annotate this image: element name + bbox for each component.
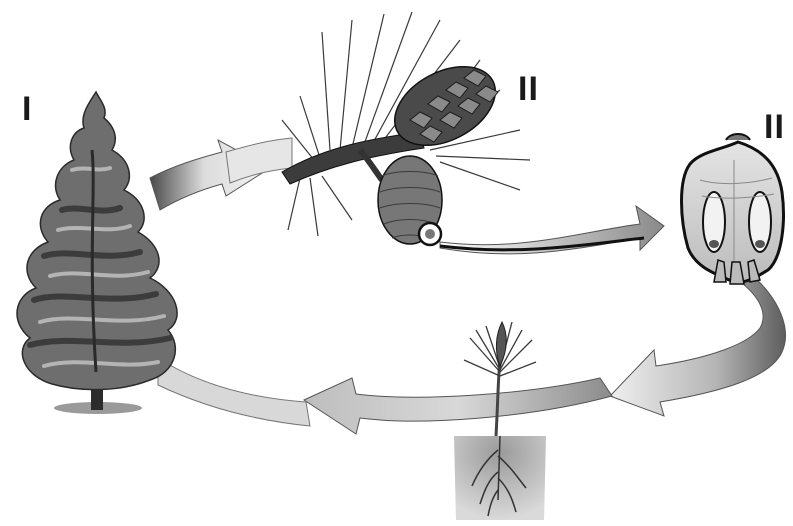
ovule-section-icon	[682, 134, 784, 284]
arrow-band-top	[226, 138, 292, 183]
pine-tree-icon	[17, 92, 177, 414]
stage-label-ii-ovule: II	[764, 110, 785, 144]
stage-label-i: I	[22, 92, 32, 126]
pine-branch-with-cones-icon	[282, 12, 530, 245]
arrow-seedling-to-tree	[304, 378, 612, 434]
arrow-band-bottom	[158, 358, 310, 426]
stage-label-ii-cones: II	[518, 72, 539, 106]
arrow-ovule-to-seedling	[610, 275, 785, 416]
seedling-icon	[454, 322, 546, 520]
